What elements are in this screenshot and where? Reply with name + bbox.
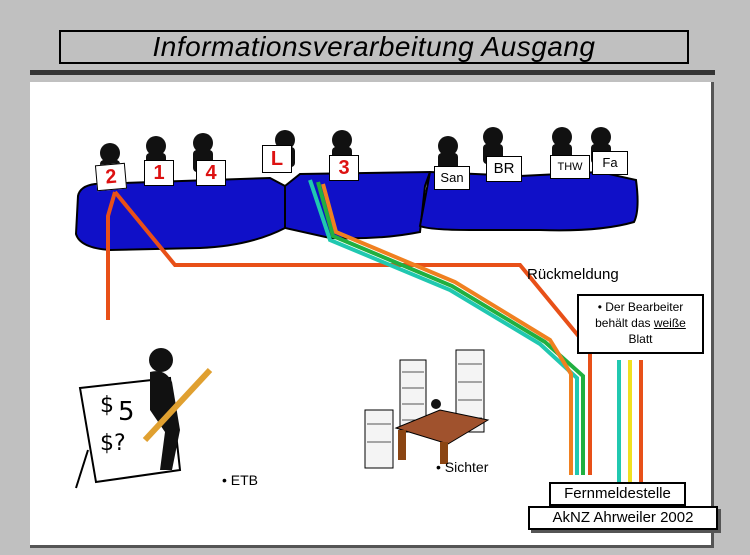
teal-line <box>308 179 579 475</box>
sign-br: BR <box>486 156 522 182</box>
red-line <box>106 190 592 475</box>
fernmeldestelle-box: Fernmeldestelle <box>549 482 686 506</box>
note-line-1: • Der Bearbeiter <box>597 300 684 314</box>
title-box: Informationsverarbeitung Ausgang <box>59 30 689 64</box>
etb-label: • ETB <box>222 472 259 488</box>
sign-san: San <box>434 166 470 190</box>
note-line-2: behält das weiße <box>579 315 702 331</box>
note-line-2-emphasis: weiße <box>653 316 686 330</box>
sign-4: 4 <box>196 160 226 186</box>
title-rule <box>30 70 715 75</box>
green-line <box>316 181 585 475</box>
note-line-3: Blatt <box>628 332 653 346</box>
rueckmeldung-label: Rückmeldung <box>527 266 619 283</box>
footer-credit: AkNZ Ahrweiler 2002 <box>528 506 718 530</box>
sign-2: 2 <box>94 162 128 192</box>
sign-1: 1 <box>144 160 174 186</box>
sichter-label: • Sichter <box>436 459 489 475</box>
svg-text:$: $ <box>100 393 114 418</box>
paper-stacks-desk-icon <box>364 349 490 469</box>
note-line-2-pre: behält das <box>595 316 654 330</box>
sign-l: L <box>262 145 292 173</box>
writing-person-icon: $ 5 $? <box>75 348 213 489</box>
sign-fa: Fa <box>592 151 628 175</box>
orange-line <box>321 183 573 475</box>
sign-3: 3 <box>329 155 359 181</box>
sign-thw: THW <box>550 155 590 179</box>
svg-text:5: 5 <box>118 397 135 427</box>
page-title: Informationsverarbeitung Ausgang <box>152 31 596 62</box>
bearbeiter-note: • Der Bearbeiter behält das weiße Blatt <box>577 294 704 354</box>
blue-table <box>74 170 639 252</box>
svg-text:$?: $? <box>100 431 126 456</box>
